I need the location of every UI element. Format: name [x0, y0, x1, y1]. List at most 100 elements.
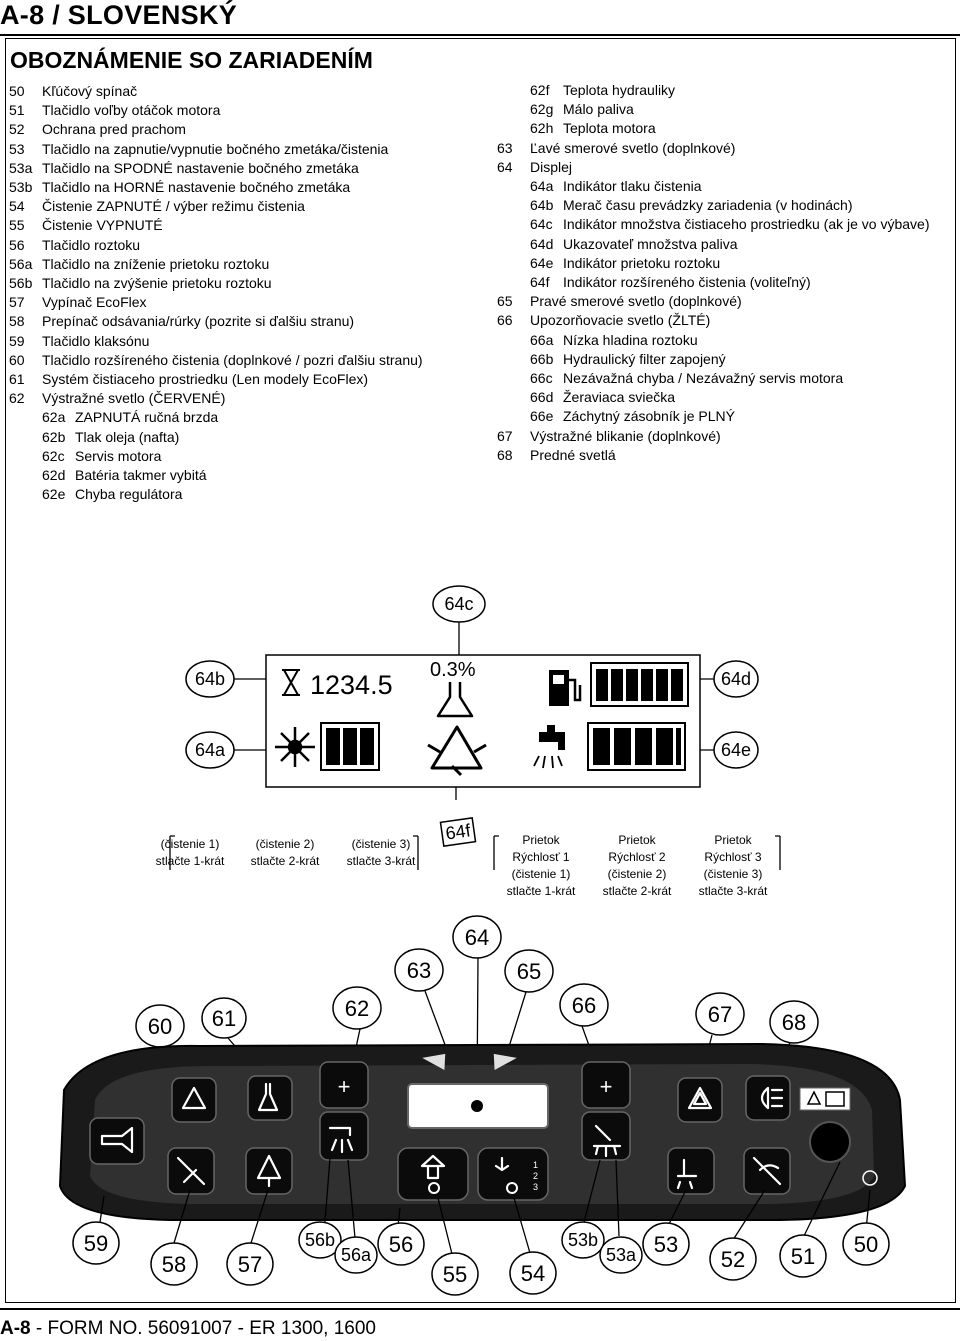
- scrub1-caption: (čistenie 1)stlačte 1-krát: [155, 837, 225, 868]
- solution-button[interactable]: [319, 1111, 369, 1161]
- legend-item-text: Pravé smerové svetlo (doplnkové): [530, 293, 742, 310]
- hazard-button[interactable]: [677, 1077, 723, 1123]
- callout-52: 52: [721, 1247, 745, 1272]
- footer-page-number: A-8: [0, 1318, 31, 1339]
- mode-2-mark: 2: [533, 1171, 538, 1181]
- legend-item-number: 62b: [42, 428, 66, 445]
- hour-meter-value: 1234.5: [310, 670, 393, 700]
- legend-item-text: Indikátor prietoku roztoku: [563, 254, 721, 271]
- side-broom-up-button[interactable]: [581, 1061, 631, 1109]
- solution-increase-button[interactable]: [319, 1061, 369, 1109]
- fuel-gauge-segment: [626, 669, 638, 701]
- callout-64b-label: 64b: [195, 669, 225, 689]
- scrub-on-button[interactable]: [477, 1147, 549, 1201]
- legend-item-number: 56a: [9, 255, 33, 272]
- key-switch[interactable]: [809, 1121, 851, 1163]
- callout-64c-label: 64c: [444, 594, 473, 614]
- legend-item: 64d Ukazovateľ množstva paliva: [497, 235, 930, 254]
- legend-item-text: Predné svetlá: [530, 446, 616, 463]
- callout-53b: 53b: [568, 1230, 598, 1250]
- legend-item-number: 62d: [42, 467, 66, 484]
- legend-item-text: Tlačidlo roztoku: [42, 236, 141, 253]
- pressure-burst-icon: [275, 727, 315, 767]
- callout-55: 55: [443, 1262, 467, 1287]
- legend-item-text: Výstražné blikanie (doplnkové): [530, 427, 721, 444]
- callout-56: 56: [389, 1232, 413, 1257]
- detergent-button[interactable]: [247, 1075, 293, 1121]
- callout-64f: [439, 817, 477, 847]
- legend-item-text: Tlačidlo klaksónu: [42, 332, 150, 349]
- hourglass-icon: [282, 669, 300, 696]
- legend-item-number: 63: [497, 139, 513, 156]
- callout-63: 63: [407, 958, 431, 983]
- callout-56b: 56b: [305, 1230, 335, 1250]
- legend-item-number: 66d: [530, 389, 554, 406]
- legend-item-text: Ochrana pred prachom: [42, 121, 186, 138]
- fuel-gauge-segment: [596, 669, 608, 701]
- callout-58: 58: [162, 1252, 186, 1277]
- mode-1-mark: 1: [533, 1160, 538, 1170]
- legend-item-text: Teplota hydrauliky: [563, 82, 676, 98]
- legend-item-number: 62c: [42, 447, 65, 464]
- plus-icon-right: +: [600, 1074, 613, 1099]
- legend-item-number: 62g: [530, 101, 554, 118]
- flow-bars: [593, 728, 681, 765]
- fuel-pump-icon: [549, 670, 582, 706]
- callout-64a-label: 64a: [195, 740, 226, 760]
- legend-item-text: Ukazovateľ množstva paliva: [563, 235, 738, 252]
- ecoflex-button[interactable]: [245, 1147, 293, 1195]
- recycle-button[interactable]: [171, 1077, 217, 1123]
- legend-item-text: Indikátor množstva čistiaceho prostriedk…: [563, 216, 930, 233]
- legend-item-text: Čistenie VYPNUTÉ: [42, 217, 163, 234]
- callout-61: 61: [212, 1006, 236, 1031]
- legend-item-number: 64a: [530, 178, 554, 195]
- section-title: OBOZNÁMENIE SO ZARIADENÍM: [10, 47, 373, 73]
- legend-item: 66b Hydraulický filter zapojený: [497, 350, 930, 369]
- callout-64a: [185, 731, 235, 769]
- callout-66: 66: [572, 993, 596, 1018]
- legend-item-number: 61: [9, 371, 25, 388]
- legend-item-text: Hydraulický filter zapojený: [563, 350, 726, 367]
- scrub-off-button[interactable]: [397, 1147, 469, 1201]
- callout-64c: [432, 585, 486, 623]
- legend-item-number: 62e: [42, 486, 66, 503]
- legend-item-text: Indikátor rozšíreného čistenia (voliteľn…: [563, 274, 811, 291]
- control-panel-body: + + 1 2 3: [58, 1042, 907, 1221]
- fuel-gauge-segment: [656, 669, 668, 701]
- mode-3-mark: 3: [533, 1182, 538, 1192]
- callout-68: 68: [782, 1010, 806, 1035]
- legend-item-number: 64d: [530, 235, 554, 252]
- footer-rule: [0, 1308, 960, 1310]
- callout-64e-label: 64e: [721, 740, 751, 760]
- fuel-gauge-segment: [671, 669, 683, 701]
- scrub3-caption: (čistenie 3)stlačte 3-krát: [346, 837, 416, 868]
- legend-item-number: 65: [497, 293, 513, 310]
- legend-item-text: Málo paliva: [563, 101, 634, 118]
- horn-button[interactable]: [89, 1117, 145, 1165]
- legend-item-number: 55: [9, 217, 25, 234]
- callout-64d: [713, 660, 759, 698]
- legend-item-text: Tlak oleja (nafta): [75, 428, 180, 445]
- footer-form-number: - FORM NO. 56091007 - ER 1300, 1600: [30, 1318, 376, 1339]
- legend-item-number: 62: [9, 390, 25, 407]
- legend-item-number: 66b: [530, 350, 554, 367]
- fuel-gauge-segment: [611, 669, 623, 701]
